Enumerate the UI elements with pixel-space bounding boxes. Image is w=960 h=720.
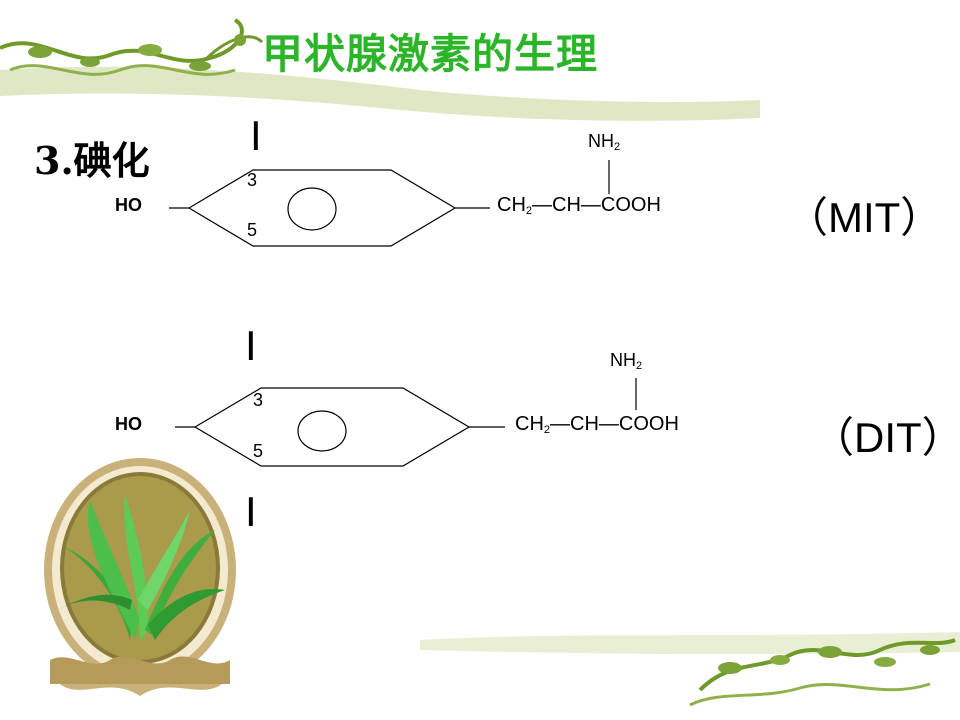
mit-benzene-ring (187, 169, 457, 247)
mit-ch-subscript: 2 (525, 205, 533, 217)
mit-nh2-label: NH2 (588, 131, 620, 153)
dit-position-5: 5 (253, 441, 264, 461)
dit-nh2-label: NH2 (610, 350, 642, 372)
dit-ch-text: CH (515, 413, 544, 435)
slide-title: 甲状腺激素的生理 (262, 31, 598, 77)
mit-label: （MIT） (786, 194, 943, 241)
dit-benzene-ring (193, 387, 471, 467)
mit-iodine-top: I (250, 112, 262, 159)
dit-chain-rest: —CH—COOH (550, 413, 679, 435)
mit-structure (169, 160, 610, 247)
dit-label: （DIT） (812, 414, 960, 461)
mit-position-3: 3 (247, 170, 258, 190)
mit-chain-rest: —CH—COOH (532, 194, 661, 216)
dit-position-3: 3 (253, 390, 264, 410)
mit-ho-label: HO (115, 195, 142, 215)
dit-nh-subscript: 2 (636, 360, 643, 372)
dit-iodine-bottom: I (245, 488, 257, 535)
dit-side-chain: CH2—CH—COOH (515, 413, 679, 436)
dit-structure (175, 378, 637, 467)
section-heading: 3.碘化 (34, 138, 150, 183)
mit-side-chain: CH2—CH—COOH (497, 194, 661, 217)
mit-nh-subscript: 2 (614, 141, 621, 153)
dit-aromatic-circle (297, 410, 347, 452)
mit-position-5: 5 (247, 220, 258, 240)
mit-nh-text: NH (588, 131, 614, 151)
bottom-vine-decoration (420, 632, 960, 707)
dit-iodine-top: I (245, 322, 257, 369)
mit-aromatic-circle (287, 187, 337, 231)
dit-nh-text: NH (610, 350, 636, 370)
dit-ho-label: HO (115, 414, 142, 434)
plant-picture-frame (44, 458, 236, 696)
top-vine-decoration (0, 18, 760, 121)
mit-ch-text: CH (497, 194, 526, 216)
dit-ch-subscript: 2 (543, 424, 551, 436)
